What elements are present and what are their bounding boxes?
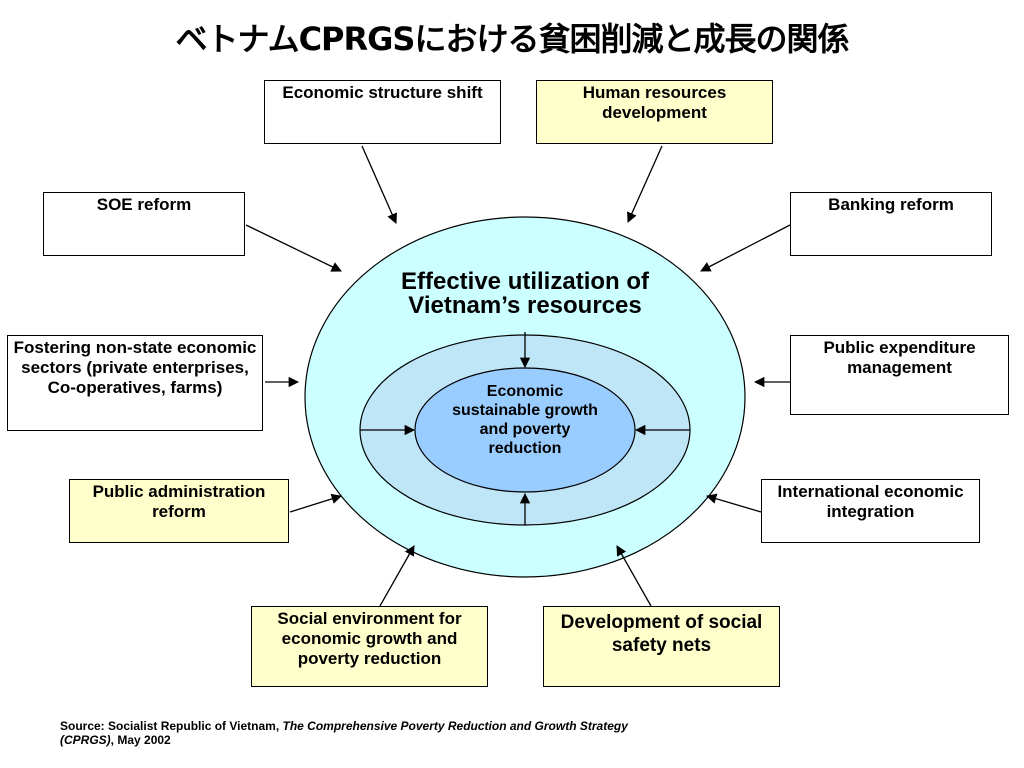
box-soe-reform: SOE reform	[43, 192, 245, 256]
box-public-administration-reform: Public administration reform	[69, 479, 289, 543]
arrow-soe-reform	[245, 224, 342, 272]
arrow-international	[706, 493, 762, 513]
source-prefix: Source: Socialist Republic of Vietnam,	[60, 719, 283, 733]
box-economic-structure-shift: Economic structure shift	[264, 80, 501, 144]
inner-ellipse-label: Economic sustainable growth and poverty …	[452, 383, 598, 457]
source-citation: Source: Socialist Republic of Vietnam, T…	[60, 719, 680, 747]
box-banking-reform: Banking reform	[790, 192, 992, 256]
arrow-banking-reform	[700, 224, 791, 272]
source-suffix: , May 2002	[110, 733, 171, 747]
source-title: The Comprehensive Poverty Reduction and …	[60, 719, 628, 747]
arrow-human-resources	[627, 145, 663, 223]
box-international-economic-integration: International economic integration	[761, 479, 980, 543]
box-fostering-non-state: Fostering non-state economic sectors (pr…	[7, 335, 263, 431]
arrow-social-environment	[379, 545, 415, 607]
arrow-public-admin	[289, 493, 342, 513]
box-social-environment: Social environment for economic growth a…	[251, 606, 488, 687]
box-human-resources-development: Human resources development	[536, 80, 773, 144]
arrow-social-safety	[616, 545, 652, 607]
outer-ellipse-label: Effective utilization of Vietnam’s resou…	[400, 268, 649, 319]
box-public-expenditure-management: Public expenditure management	[790, 335, 1009, 415]
box-social-safety-nets: Development of social safety nets	[543, 606, 780, 687]
arrow-economic-structure	[361, 145, 397, 224]
page-title: ベトナムCPRGSにおける貧困削減と成長の関係	[175, 20, 850, 58]
